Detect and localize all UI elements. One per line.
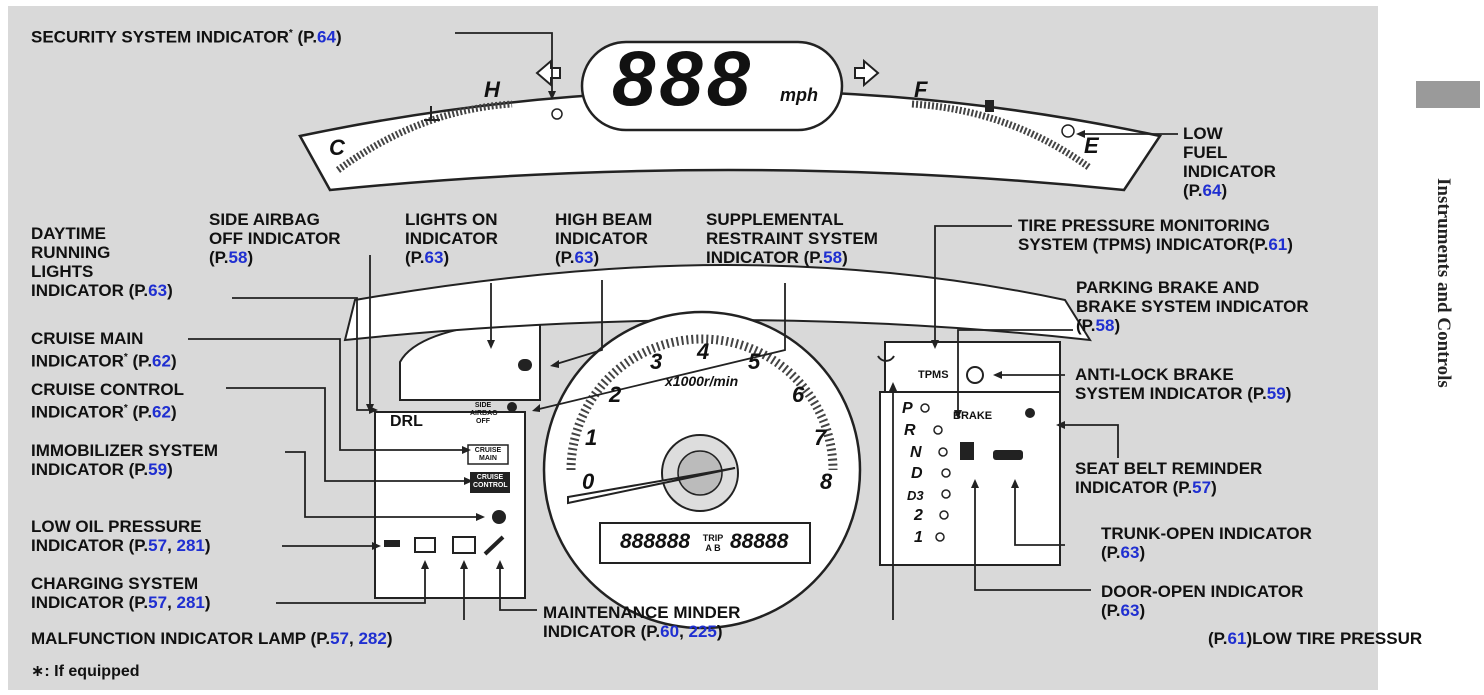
trunk-open-label: TRUNK-OPEN INDICATOR (P.63) — [1101, 524, 1312, 562]
tpms-icon — [877, 355, 895, 362]
gear-p: P — [902, 400, 913, 417]
low-tire-pressure-label: (P.61)LOW TIRE PRESSUR — [1208, 629, 1423, 648]
srs-label: SUPPLEMENTAL RESTRAINT SYSTEM INDICATOR … — [706, 210, 878, 267]
section-tab — [1416, 81, 1480, 108]
door-open-label: DOOR-OPEN INDICATOR (P.63) — [1101, 582, 1304, 620]
fuel-full-label: F — [914, 77, 928, 102]
speed-unit: mph — [780, 85, 818, 105]
gear-2: 2 — [914, 507, 923, 524]
footnote: ∗: If equipped — [31, 663, 140, 680]
high-beam-label: HIGH BEAM INDICATOR (P.63) — [555, 210, 653, 267]
tach-number-8: 8 — [820, 469, 833, 494]
gear-r: R — [904, 422, 916, 439]
security-label: SECURITY SYSTEM INDICATOR* (P.64) — [31, 27, 342, 47]
airbag-off-icon — [507, 402, 517, 412]
tach-number-0: 0 — [582, 469, 595, 494]
battery-icon — [414, 537, 436, 553]
right-turn-signal-icon — [854, 58, 880, 88]
gear-dots — [920, 403, 951, 542]
trunk-open-icon — [993, 450, 1023, 460]
gear-d: D — [911, 465, 923, 482]
seat-belt-icon — [1025, 408, 1035, 418]
odometer-right: 88888 — [730, 530, 789, 553]
high-beam-icon — [518, 359, 532, 371]
tach-number-3: 3 — [650, 349, 663, 374]
side-airbag-off-text: SIDE AIRBAG OFF — [470, 402, 498, 425]
low-fuel-label: LOW FUEL INDICATOR (P.64) — [1183, 124, 1276, 200]
temp-cold-label: C — [329, 135, 345, 160]
low-fuel-indicator-icon — [1061, 124, 1075, 138]
odometer-trip: TRIP A B — [702, 533, 724, 553]
malfunction-label: MALFUNCTION INDICATOR LAMP (P.57, 282) — [31, 629, 393, 648]
tach-number-7: 7 — [814, 425, 827, 450]
parking-brake-label: PARKING BRAKE AND BRAKE SYSTEM INDICATOR… — [1076, 278, 1309, 335]
leader-lines — [188, 32, 1178, 620]
wrench-icon — [483, 535, 505, 556]
tach-unit: x1000r/min — [665, 373, 739, 389]
drl-text: DRL — [390, 413, 423, 430]
security-indicator-icon — [551, 108, 563, 120]
tach-number-6: 6 — [792, 382, 805, 407]
lights-on-label: LIGHTS ON INDICATOR (P.63) — [405, 210, 498, 267]
cruise-main-text: CRUISE MAIN — [474, 447, 502, 462]
low-oil-label: LOW OIL PRESSURE INDICATOR (P.57, 281) — [31, 517, 211, 555]
cruise-control-label: CRUISE CONTROL INDICATOR* (P.62) — [31, 380, 184, 422]
immobilizer-key-icon — [492, 510, 506, 524]
cruise-main-label: CRUISE MAIN INDICATOR* (P.62) — [31, 329, 177, 371]
maintenance-label: MAINTENANCE MINDER INDICATOR (P.60, 225) — [543, 603, 741, 641]
seat-belt-label: SEAT BELT REMINDER INDICATOR (P.57) — [1075, 459, 1263, 497]
temp-hot-label: H — [484, 77, 500, 102]
door-open-icon — [960, 442, 974, 460]
engine-icon — [452, 536, 476, 554]
oil-pressure-icon — [384, 540, 400, 547]
tpms-text: TPMS — [918, 369, 949, 381]
cruise-control-text: CRUISE CONTROL — [473, 474, 508, 489]
gear-n: N — [910, 444, 922, 461]
upper-meter — [298, 40, 1163, 192]
tach-number-1: 1 — [585, 425, 598, 450]
tachometer-needle — [567, 467, 736, 505]
brake-text: BRAKE — [953, 410, 993, 422]
odometer-display — [599, 522, 811, 564]
tach-number-5: 5 — [748, 349, 761, 374]
odometer-left: 888888 — [620, 530, 691, 553]
tpms-label: TIRE PRESSURE MONITORING SYSTEM (TPMS) I… — [1018, 216, 1293, 254]
charging-label: CHARGING SYSTEM INDICATOR (P.57, 281) — [31, 574, 211, 612]
fuel-empty-label: E — [1084, 133, 1099, 158]
section-tab-label: Instruments and Controls — [1433, 178, 1454, 388]
immobilizer-label: IMMOBILIZER SYSTEM INDICATOR (P.59) — [31, 441, 218, 479]
lower-meter — [343, 263, 1092, 630]
tach-number-2: 2 — [609, 382, 622, 407]
temperature-icon — [424, 106, 440, 121]
drl-label: DAYTIME RUNNING LIGHTS INDICATOR (P.63) — [31, 224, 173, 300]
fuel-pump-icon — [985, 100, 994, 112]
side-airbag-label: SIDE AIRBAG OFF INDICATOR (P.58) — [209, 210, 341, 267]
left-turn-signal-icon — [535, 58, 561, 88]
abs-label: ANTI-LOCK BRAKE SYSTEM INDICATOR (P.59) — [1075, 365, 1292, 403]
leader-arrows — [366, 91, 1085, 569]
abs-icon — [966, 366, 984, 384]
gear-d3: D3 — [907, 488, 924, 503]
tach-number-4: 4 — [697, 339, 710, 364]
speed-digits: 888 — [612, 34, 755, 122]
gear-1: 1 — [914, 529, 923, 546]
